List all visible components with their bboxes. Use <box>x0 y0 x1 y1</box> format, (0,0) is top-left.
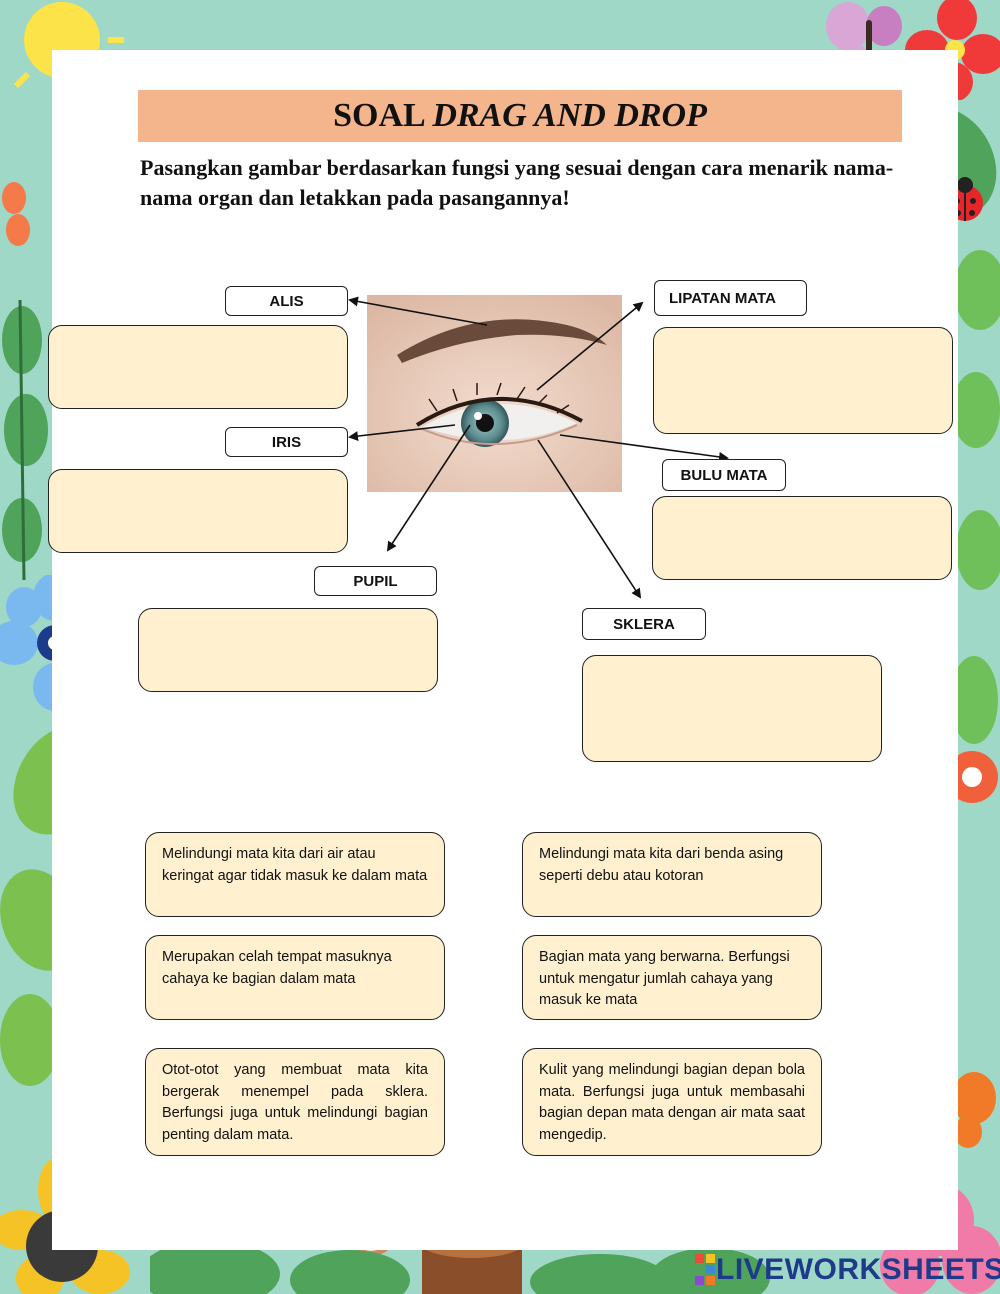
drop-zone-iris[interactable] <box>48 469 348 553</box>
label-pupil[interactable]: PUPIL <box>314 566 437 596</box>
description-card[interactable]: Bagian mata yang berwarna. Berfungsi unt… <box>522 935 822 1020</box>
label-alis[interactable]: ALIS <box>225 286 348 316</box>
description-card[interactable]: Merupakan celah tempat masuknya cahaya k… <box>145 935 445 1020</box>
drop-zone-pupil[interactable] <box>138 608 438 692</box>
liveworksheets-logo: LIVEWORKSHEETS <box>694 1252 1000 1288</box>
drop-zone-sklera[interactable] <box>582 655 882 762</box>
flower-icon <box>0 180 50 250</box>
description-card[interactable]: Melindungi mata kita dari air atau kerin… <box>145 832 445 917</box>
label-iris[interactable]: IRIS <box>225 427 348 457</box>
description-card[interactable]: Kulit yang melindungi bagian depan bola … <box>522 1048 822 1156</box>
label-bulu-mata[interactable]: BULU MATA <box>662 459 786 491</box>
drop-zone-lipatan-mata[interactable] <box>653 327 953 434</box>
logo-text: LIVEWORKSHEETS <box>716 1253 1000 1287</box>
logo-badge-icon <box>694 1252 716 1288</box>
drop-zone-alis[interactable] <box>48 325 348 409</box>
instruction-text: Pasangkan gambar berdasarkan fungsi yang… <box>140 153 900 213</box>
leaf-icon <box>0 280 56 600</box>
page-title: SOAL DRAG AND DROP <box>333 97 707 135</box>
label-sklera[interactable]: SKLERA <box>582 608 706 640</box>
description-card[interactable]: Melindungi mata kita dari benda asing se… <box>522 832 822 917</box>
description-card[interactable]: Otot-otot yang membuat mata kita bergera… <box>145 1048 445 1156</box>
drop-zone-bulu-mata[interactable] <box>652 496 952 580</box>
eye-photo <box>367 295 622 492</box>
title-banner: SOAL DRAG AND DROP <box>138 90 902 142</box>
label-lipatan-mata[interactable]: LIPATAN MATA <box>654 280 807 316</box>
